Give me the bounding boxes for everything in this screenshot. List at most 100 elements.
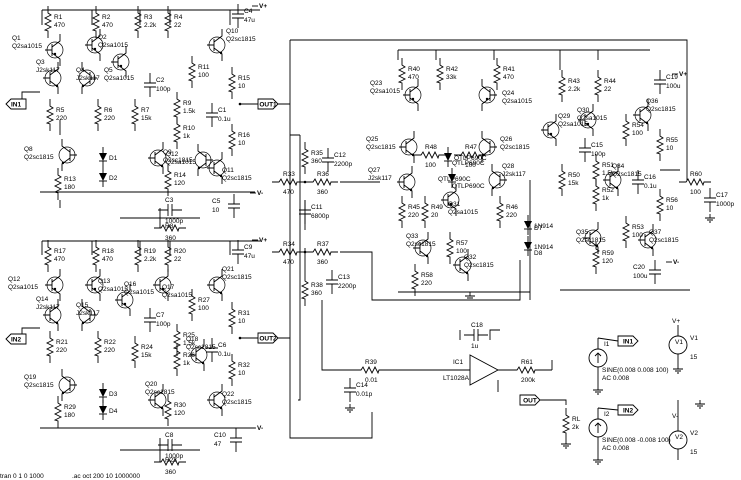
resistor-r39 <box>354 365 386 375</box>
transistor-q3 <box>43 62 59 94</box>
transistor-q17-arrow <box>161 287 165 291</box>
wire <box>597 337 619 411</box>
resistor-r35 <box>300 142 310 174</box>
resistor-r61-value: 200k <box>521 377 536 384</box>
resistor-r6-value: 220 <box>104 115 115 122</box>
resistor-r24 <box>130 336 140 368</box>
resistor-r44 <box>593 70 603 102</box>
capacitor-c5-value: 10 <box>212 207 220 214</box>
resistor-r50 <box>557 164 567 196</box>
capacitor-c2 <box>144 73 156 97</box>
diode-d1-label: D1 <box>109 155 118 162</box>
capacitor-c10 <box>230 428 242 452</box>
transistor-q21 <box>207 269 223 301</box>
resistor-r17 <box>43 240 53 272</box>
capacitor-c4 <box>232 4 244 28</box>
capacitor-c14-name: C14 <box>356 382 368 389</box>
resistor-r31 <box>227 302 237 334</box>
net-in2-left: IN2 <box>5 333 27 345</box>
transistor-q4 <box>81 62 97 94</box>
net-out-bottom-text: OUT <box>523 398 537 405</box>
resistor-r7-name: R7 <box>141 107 150 114</box>
resistor-r46-name: R46 <box>506 204 518 211</box>
resistor-r22-value: 220 <box>104 347 115 354</box>
vminus-rail-right: V- <box>673 259 679 266</box>
resistor-r38-value: 360 <box>311 290 322 297</box>
net-out2-text: OUT2 <box>259 336 277 343</box>
diode-d8-label: 1N914 <box>534 244 554 251</box>
transistor-q22 <box>207 384 223 416</box>
transistor-q18-type: Q2sc1815 <box>186 344 216 351</box>
capacitor-c1-name: C1 <box>218 107 227 114</box>
transistor-q13-type: Q2sa1015 <box>98 286 128 293</box>
transistor-q4-name: Q4 <box>76 67 85 74</box>
resistor-r9 <box>172 92 182 124</box>
transistor-q22-arrow <box>219 406 223 410</box>
resistor-r43 <box>557 70 567 102</box>
transistor-q12 <box>197 144 213 176</box>
resistor-r1 <box>43 6 53 38</box>
resistor-r4 <box>163 6 173 38</box>
capacitor-c3 <box>158 204 182 216</box>
resistor-r3-value: 2.2k <box>144 22 157 29</box>
net-in1-left: IN1 <box>5 98 27 110</box>
resistor-r16-value: 10 <box>238 140 246 147</box>
transistor-q36-arrow <box>645 121 649 125</box>
capacitor-c14-value: 0.01p <box>356 391 373 398</box>
transistor-q26-name: Q26 <box>500 136 513 143</box>
capacitor-c16-name: C16 <box>644 174 656 181</box>
resistor-r40 <box>397 58 407 90</box>
net-in1-left-text: IN1 <box>11 102 22 109</box>
resistor-r48-name: R48 <box>425 144 437 151</box>
voltage-source-v2-rail: V- <box>672 413 678 420</box>
transistor-q30-arrow <box>586 122 590 126</box>
resistor-r32-name: R32 <box>238 362 250 369</box>
capacitor-c19-name: C19 <box>666 74 678 81</box>
transistor-q31 <box>441 184 457 216</box>
transistor-q14-type: J2sk117 <box>36 304 60 311</box>
net-out2: OUT2 <box>257 332 279 344</box>
capacitor-c12-value: 2200p <box>334 161 352 168</box>
wire <box>8 327 258 340</box>
resistor-r16-name: R16 <box>238 132 250 139</box>
transistor-q33-arrow <box>425 254 429 258</box>
transistor-q23-body <box>404 86 422 104</box>
capacitor-c1 <box>206 103 218 127</box>
transistor-q11-name: Q11 <box>222 167 234 174</box>
transistor-q33-name: Q33 <box>406 233 419 240</box>
net-in1-right: IN1 <box>617 335 639 347</box>
diode-d7-label: 1N914 <box>534 223 554 230</box>
transistor-q14 <box>43 299 59 331</box>
resistor-r34-value: 470 <box>283 259 294 266</box>
resistor-r27 <box>187 289 197 321</box>
ground-icon <box>593 386 603 395</box>
transistor-q17-name: Q17 <box>162 284 175 291</box>
transistor-q12-body <box>194 151 212 169</box>
current-source-i2-spec: SINE(0.008 -0.008 100) <box>602 437 671 444</box>
capacitor-c6-value: 0.1u <box>218 351 231 358</box>
resistor-r38-name: R38 <box>311 282 323 289</box>
transistor-q9-body <box>149 149 167 167</box>
transistor-q18 <box>189 339 205 371</box>
wires <box>8 9 690 462</box>
transistor-q10-body <box>208 36 226 54</box>
transistor-q2 <box>85 29 101 61</box>
resistor-r3 <box>133 6 143 38</box>
resistor-r61-name: R61 <box>521 359 533 366</box>
transistor-q29-arrow <box>549 132 553 136</box>
resistor-r30-value: 120 <box>174 410 185 417</box>
junction-dot <box>238 336 242 340</box>
current-source-i2-ac: AC 0.008 <box>602 445 629 452</box>
wire <box>497 360 553 392</box>
junction-dot <box>238 102 242 106</box>
resistor-r46 <box>495 196 505 228</box>
resistor-r38 <box>300 274 310 306</box>
voltage-source-v1-value: 15 <box>690 354 698 361</box>
resistor-r8 <box>154 223 186 233</box>
resistor-r40-value: 470 <box>408 74 419 81</box>
capacitor-c9 <box>232 240 244 264</box>
net-in1-right-text: IN1 <box>623 339 634 346</box>
resistor-r31-value: 10 <box>238 318 246 325</box>
transistor-q22-type: Q2sc1815 <box>222 399 252 406</box>
resistor-r52-value: 1k <box>602 195 610 202</box>
